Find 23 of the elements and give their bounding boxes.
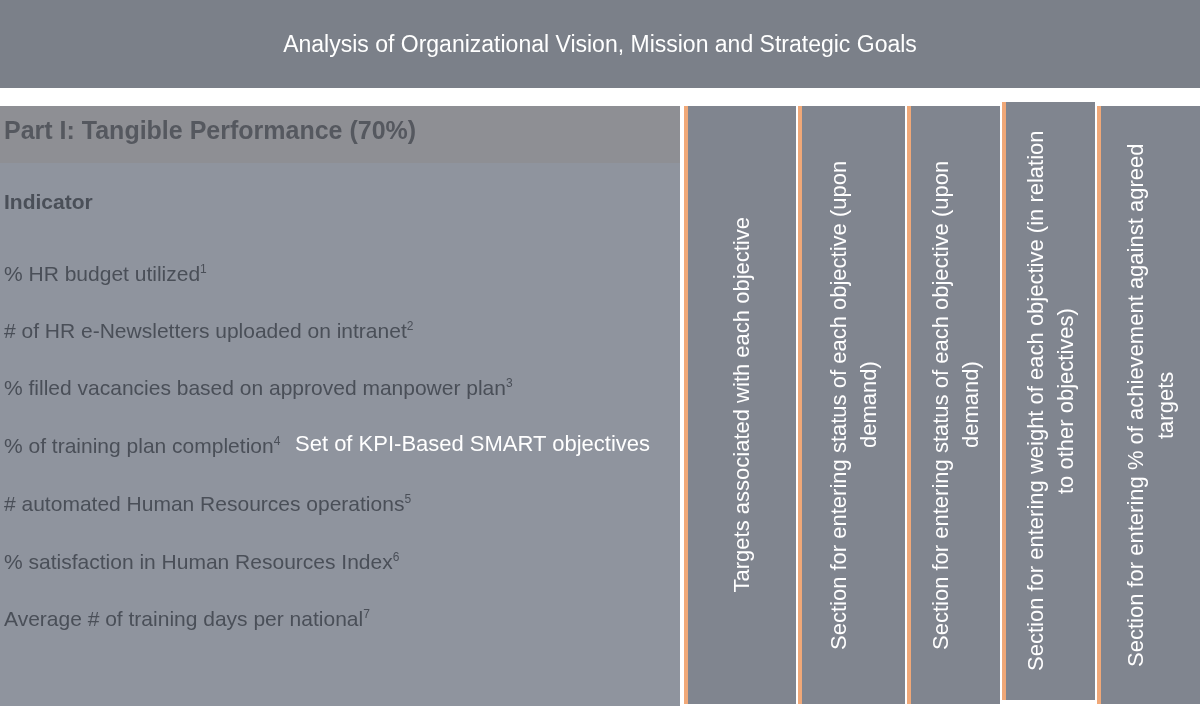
- indicator-text: Average # of training days per national$^{7}$: [4, 607, 370, 631]
- indicator-text: # automated Human Resources operations$^{5}$: [4, 492, 412, 516]
- column-heading: Indicator: [4, 190, 93, 214]
- banner-title: Analysis of Organizational Vision, Mission and Strategic Goals: [283, 30, 917, 58]
- indicator-text: # of HR e-Newsletters uploaded on intranet$^{2}$: [4, 319, 414, 343]
- indicator-text: % HR budget utilized$^{1}$: [4, 262, 207, 286]
- column-header: [907, 106, 1000, 704]
- table-heading: Part I: Tangible Performance (70%): [4, 116, 417, 145]
- column-header: [684, 106, 796, 704]
- header-banner: [0, 0, 1200, 88]
- column-header: [798, 106, 905, 704]
- column-title: Section for entering weight of each objective (in relation to other objectives): [1021, 129, 1079, 674]
- indicator-text: % of training plan completion$^{4}$: [4, 434, 281, 458]
- objectives-panel: [0, 106, 680, 706]
- column-header: [1002, 102, 1095, 700]
- indicator-text: % satisfaction in Human Resources Index$^{6}$: [4, 550, 400, 574]
- column-title: Targets associated with each objective: [728, 217, 755, 593]
- column-header: [1097, 106, 1200, 704]
- column-title: Section for entering % of achievement against agreed targets: [1121, 142, 1179, 669]
- column-title: Section for entering status of each objective (upon demand): [824, 159, 882, 652]
- column-title: Section for entering status of each objective (upon demand): [926, 159, 984, 652]
- indicator-text: % filled vacancies based on approved manpower plan$^{3}$: [4, 376, 513, 400]
- panel-title: Set of KPI-Based SMART objectives: [295, 431, 651, 457]
